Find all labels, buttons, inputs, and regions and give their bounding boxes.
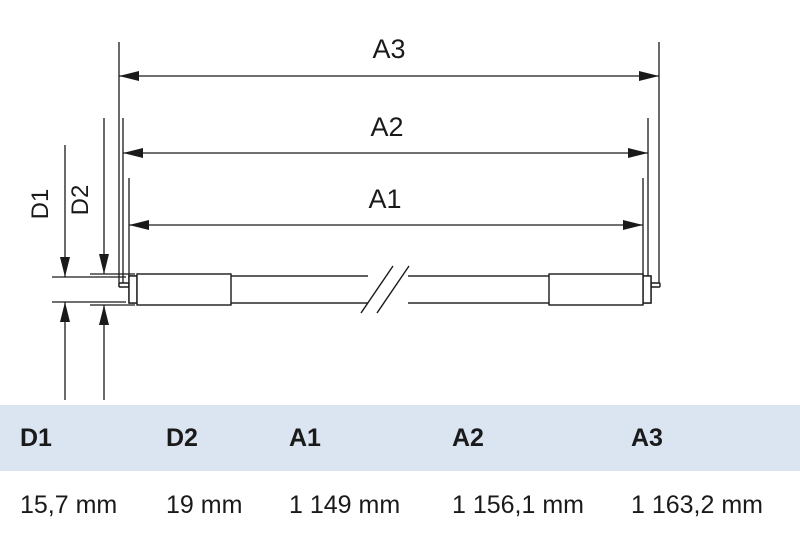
value-a2: 1 156,1 mm bbox=[452, 491, 585, 519]
header-d1: D1 bbox=[20, 424, 52, 452]
dimensions-table: D1 D2 A1 A2 A3 15,7 mm 19 mm 1 149 mm 1 … bbox=[0, 405, 800, 540]
header-a1: A1 bbox=[289, 424, 321, 452]
header-a2: A2 bbox=[452, 424, 484, 452]
a2-label: A2 bbox=[370, 112, 403, 142]
a3-label: A3 bbox=[372, 34, 405, 64]
break-mark bbox=[360, 265, 410, 314]
extension-lines bbox=[52, 42, 660, 306]
tube-dimension-drawing: A3 A2 A1 D1 D2 bbox=[27, 34, 661, 400]
table-value-row: 15,7 mm 19 mm 1 149 mm 1 156,1 mm 1 163,… bbox=[0, 471, 800, 540]
value-d2: 19 mm bbox=[166, 491, 243, 519]
value-a1: 1 149 mm bbox=[289, 491, 401, 519]
a1-label: A1 bbox=[368, 184, 401, 214]
header-d2: D2 bbox=[166, 424, 198, 452]
header-a3: A3 bbox=[631, 424, 663, 452]
value-a3: 1 163,2 mm bbox=[631, 491, 764, 519]
d2-label: D2 bbox=[67, 185, 94, 216]
value-d1: 15,7 mm bbox=[20, 491, 118, 519]
d1-label: D1 bbox=[27, 189, 54, 220]
table-header-row: D1 D2 A1 A2 A3 bbox=[0, 405, 800, 471]
